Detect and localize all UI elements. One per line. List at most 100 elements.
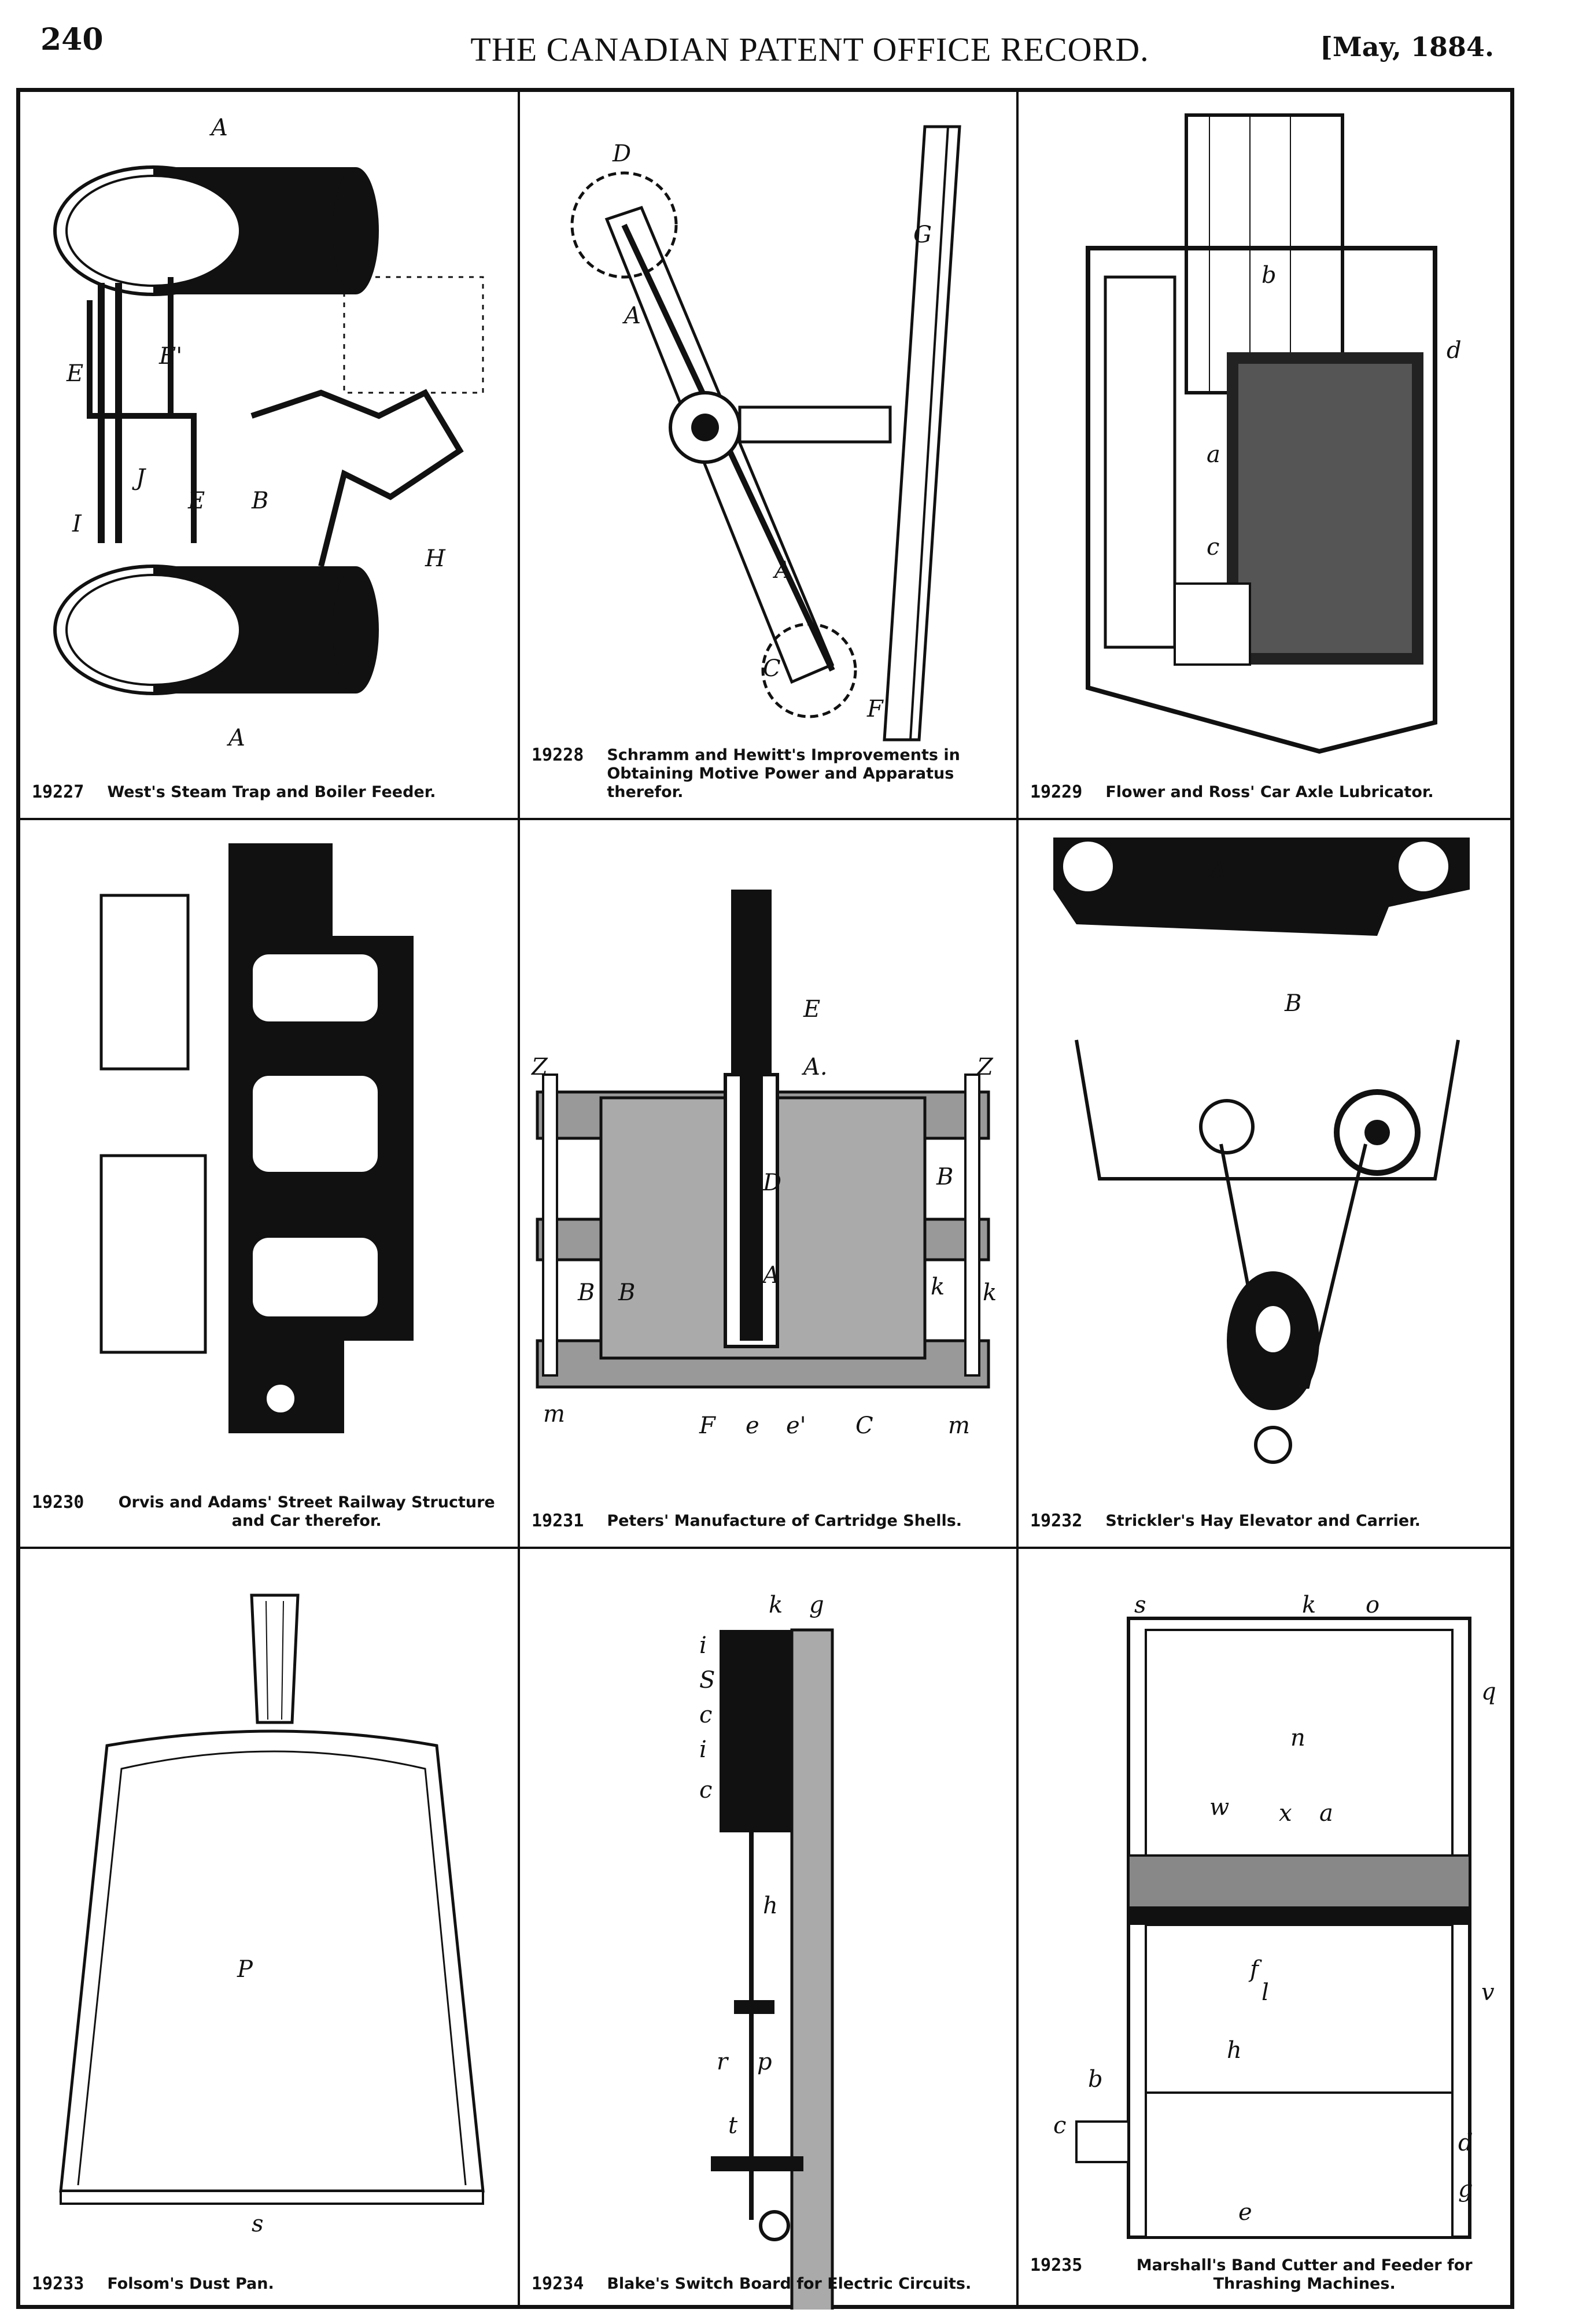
patent-number: 19234 (532, 2274, 584, 2294)
page-number: 240 (40, 22, 104, 57)
drawing-label: P (237, 1956, 253, 1983)
figure-cell-19234: k g i S c i c r p t h 19234 Blake's Swit… (520, 1549, 1016, 2310)
patent-title: Folsom's Dust Pan. (107, 2275, 274, 2293)
drawing-label: i (699, 1632, 707, 1659)
patent-number: 19229 (1030, 782, 1083, 802)
drawing-label: Z (976, 1054, 994, 1080)
drawing-label: i (699, 1736, 707, 1763)
band-cutter-drawing: s k o q n w x a c b h f l e d g v (1053, 1592, 1496, 2239)
drawing-label: D (612, 141, 631, 167)
drawing-label: B (1284, 990, 1301, 1017)
drawing-label: B (936, 1164, 953, 1190)
drawing-label: e' (786, 1412, 806, 1439)
drawing-label: A (1207, 857, 1226, 884)
switch-board-drawing: k g i S c i c r p t h (699, 1592, 834, 2310)
drawing-label: a (1207, 441, 1220, 468)
drawing-label: q (1481, 1679, 1496, 1705)
patent-number: 19228 (532, 745, 584, 765)
drawing-label: J (132, 464, 146, 491)
patent-number: 19230 (32, 1492, 84, 1513)
patent-title: Marshall's Band Cutter and Feeder for Th… (1136, 2256, 1473, 2293)
drawing-label: c (1053, 2112, 1066, 2139)
drawing-label: s (1134, 1592, 1146, 1618)
drawing-label: e (1238, 2199, 1252, 2226)
patent-number: 19232 (1030, 1511, 1083, 1531)
figure-caption: 19230 Orvis and Adams' Street Railway St… (32, 1493, 506, 1530)
drawing-label: g (1458, 2176, 1473, 2203)
drawing-label: E (187, 488, 205, 514)
figure-caption: 19234 Blake's Switch Board for Electric … (532, 2275, 1005, 2293)
cartridge-shell-drawing: E A. Z Z D A B B k k B m F e e' C m (530, 890, 997, 1439)
drawing-label: H (425, 545, 446, 572)
drawing-label: k (931, 1274, 945, 1300)
figure-cell-19227: A E E' I J E B H A 19227 West's Steam Tr… (20, 92, 518, 818)
drawing-label: A (772, 557, 791, 584)
drawing-label: k (983, 1279, 997, 1306)
drawing-label: E' (158, 343, 182, 370)
drawing-label: r (717, 2049, 729, 2075)
drawing-label: C (855, 1412, 873, 1439)
patent-title: Orvis and Adams' Street Railway Structur… (118, 1493, 495, 1530)
drawing-label: F (866, 696, 884, 722)
drawing-label: n (1290, 1725, 1305, 1751)
patent-title: Schramm and Hewitt's Improvements in Obt… (607, 746, 960, 801)
figure-caption: 19235 Marshall's Band Cutter and Feeder … (1030, 2256, 1503, 2293)
drawing-label: o (1366, 1592, 1379, 1618)
drawing-label: h (1227, 2037, 1242, 2064)
hay-elevator-drawing: A B (1053, 838, 1470, 1464)
figure-caption: 19231 Peters' Manufacture of Cartridge S… (532, 1512, 1005, 1530)
grid-divider (20, 1547, 1510, 1549)
figure-caption: 19233 Folsom's Dust Pan. (32, 2275, 506, 2293)
drawing-label: c (699, 1702, 712, 1728)
drawing-label: m (948, 1412, 970, 1439)
drawing-label: m (543, 1401, 565, 1427)
drawing-label: F (699, 1412, 716, 1439)
drawing-label: D (762, 1170, 781, 1196)
drawing-label: B (251, 488, 268, 514)
figure-cell-19231: E A. Z Z D A B B k k B m F e e' C m 1923… (520, 820, 1016, 1547)
figure-cell-19232: A B 19232 Strickler's Hay Elevator and C… (1019, 820, 1515, 1547)
drawing-label: l (1262, 1979, 1269, 2006)
patent-title: Peters' Manufacture of Cartridge Shells. (607, 1512, 962, 1530)
figure-cell-19230: 19230 Orvis and Adams' Street Railway St… (20, 820, 518, 1547)
drawing-label: p (757, 2049, 772, 2075)
drawing-label: k (769, 1592, 783, 1618)
drawing-label: A. (801, 1054, 828, 1080)
patent-title: West's Steam Trap and Boiler Feeder. (107, 783, 436, 801)
page-header: 240 THE CANADIAN PATENT OFFICE RECORD. [… (0, 0, 1575, 87)
dust-pan-drawing: P s (59, 1593, 485, 2237)
steam-trap-drawing: A E E' I J E B H A (53, 115, 484, 751)
figure-cell-19228: D A G A C F 19228 Schramm and Hewitt's I… (520, 92, 1016, 818)
patent-number: 19233 (32, 2274, 84, 2294)
drawing-label: x (1279, 1800, 1292, 1827)
drawing-label: e (746, 1412, 759, 1439)
drawing-label: v (1481, 1979, 1495, 2006)
drawing-label: B (618, 1279, 635, 1306)
patent-number: 19235 (1030, 2255, 1083, 2275)
figure-cell-19235: s k o q n w x a c b h f l e d g v 19235 … (1019, 1549, 1515, 2310)
issue-date: [May, 1884. (1320, 31, 1494, 62)
drawing-label: A (226, 725, 245, 751)
drawing-label: a (1319, 1800, 1333, 1827)
figure-cell-19229: b a c d 19229 Flower and Ross' Car Axle … (1019, 92, 1515, 818)
drawing-label: A (622, 303, 641, 329)
drawing-label: k (1302, 1592, 1316, 1618)
figure-cell-19233: P s 19233 Folsom's Dust Pan. (20, 1549, 518, 2310)
patent-title: Strickler's Hay Elevator and Carrier. (1105, 1512, 1421, 1530)
drawing-label: c (699, 1777, 712, 1803)
motive-power-drawing: D A G A C F (570, 125, 961, 742)
figure-caption: 19227 West's Steam Trap and Boiler Feede… (32, 783, 506, 802)
journal-title: THE CANADIAN PATENT OFFICE RECORD. (470, 31, 1149, 68)
drawing-label: C (763, 655, 781, 682)
drawing-label: E (66, 360, 83, 387)
drawing-label: t (728, 2112, 738, 2139)
drawing-label: B (577, 1279, 595, 1306)
patent-title: Flower and Ross' Car Axle Lubricator. (1105, 783, 1434, 801)
drawing-label: w (1209, 1794, 1229, 1821)
drawing-label: I (72, 511, 82, 537)
figure-caption: 19228 Schramm and Hewitt's Improvements … (532, 746, 1005, 802)
drawing-label: c (1207, 534, 1219, 560)
street-railway-drawing (99, 843, 414, 1433)
axle-lubricator-drawing: b a c d (1086, 113, 1462, 754)
drawing-label: s (252, 2211, 264, 2237)
